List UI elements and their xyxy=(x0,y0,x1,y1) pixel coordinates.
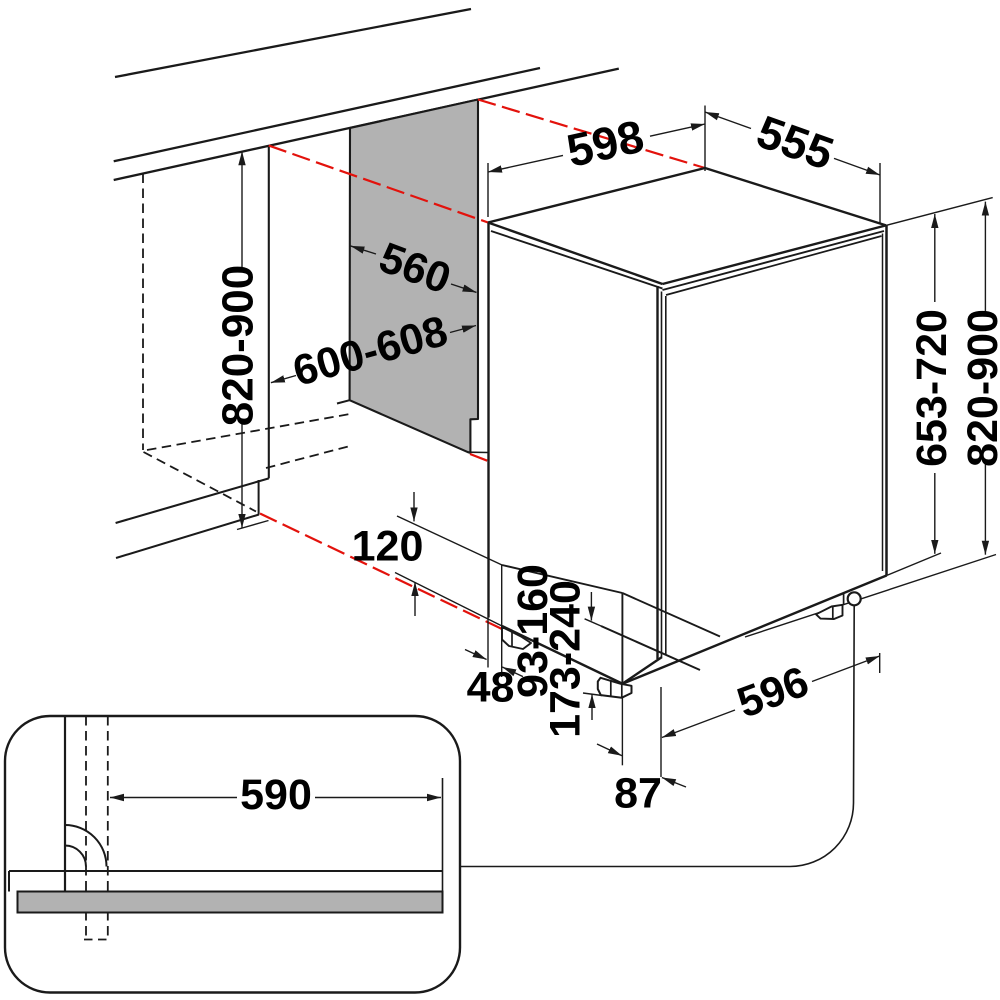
svg-text:820-900: 820-900 xyxy=(959,309,1000,467)
svg-text:120: 120 xyxy=(352,522,424,570)
svg-text:653-720: 653-720 xyxy=(908,309,956,467)
svg-text:820-900: 820-900 xyxy=(214,265,263,426)
svg-text:590: 590 xyxy=(240,771,312,819)
svg-text:173-240: 173-240 xyxy=(541,580,589,738)
svg-text:93-160: 93-160 xyxy=(509,564,557,698)
svg-text:87: 87 xyxy=(614,769,662,817)
svg-text:48: 48 xyxy=(467,663,515,711)
